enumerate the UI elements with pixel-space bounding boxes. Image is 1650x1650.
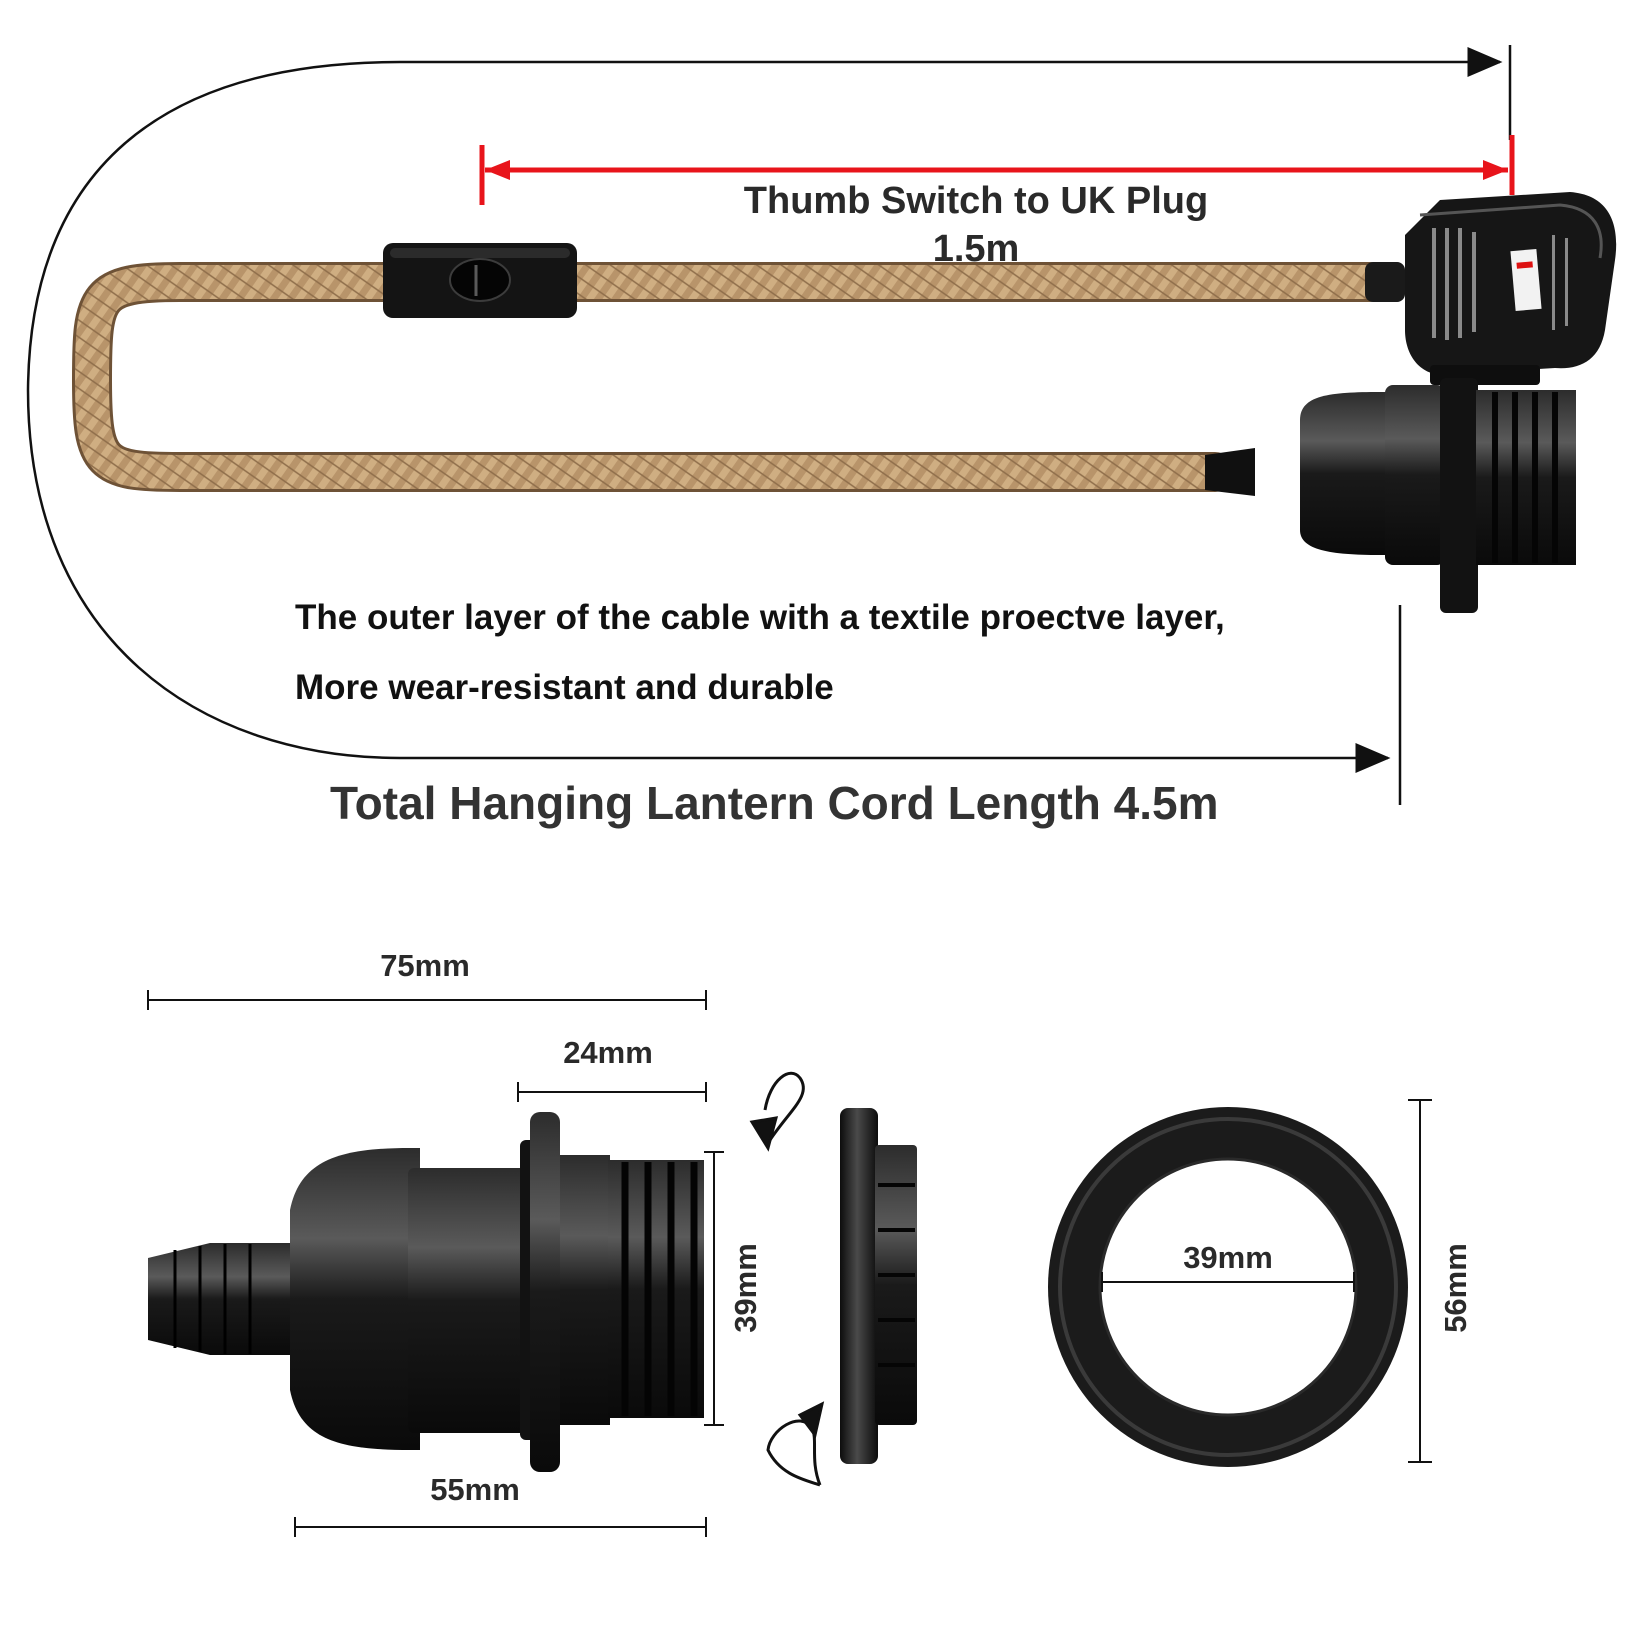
- thumb-switch-dimension: [479, 135, 1515, 205]
- total-length-value: 4.5m: [1113, 777, 1219, 829]
- threaded-ring-side-view: [840, 1108, 917, 1464]
- thumb-switch: [383, 243, 577, 318]
- ring-front-view: [1048, 1107, 1408, 1467]
- holder-total-length-label: 75mm: [380, 948, 470, 983]
- holder-thread-length-label: 24mm: [563, 1035, 653, 1070]
- cable-note-line1: The outer layer of the cable with a text…: [295, 598, 1225, 637]
- uk-plug: [1365, 192, 1617, 385]
- total-length-dimension: [26, 45, 1512, 805]
- braided-cable: [71, 262, 1390, 492]
- lamp-holder-side-view: [148, 1112, 704, 1472]
- holder-body-length-label: 55mm: [430, 1472, 520, 1507]
- rotate-arrow-icon-bottom: [766, 1401, 825, 1487]
- thumb-switch-label: Thumb Switch to UK Plug: [743, 180, 1209, 222]
- thumb-switch-length: 1.5m: [932, 228, 1020, 270]
- ring-inner-diameter-label: 39mm: [1183, 1240, 1273, 1275]
- total-length-label: Total Hanging Lantern Cord Length 4.5m: [330, 776, 1219, 830]
- ring-outer-dimension: [1408, 1099, 1432, 1463]
- rotate-arrow-icon-top: [749, 1071, 805, 1152]
- holder-diameter-label: 39mm: [728, 1243, 763, 1333]
- lamp-holder-top: [1205, 378, 1576, 613]
- holder-dimensions: [147, 990, 724, 1537]
- ring-outer-diameter-label: 56mm: [1438, 1243, 1473, 1333]
- total-length-text: Total Hanging Lantern Cord Length: [330, 777, 1101, 829]
- cable-note-line2: More wear-resistant and durable: [295, 668, 834, 707]
